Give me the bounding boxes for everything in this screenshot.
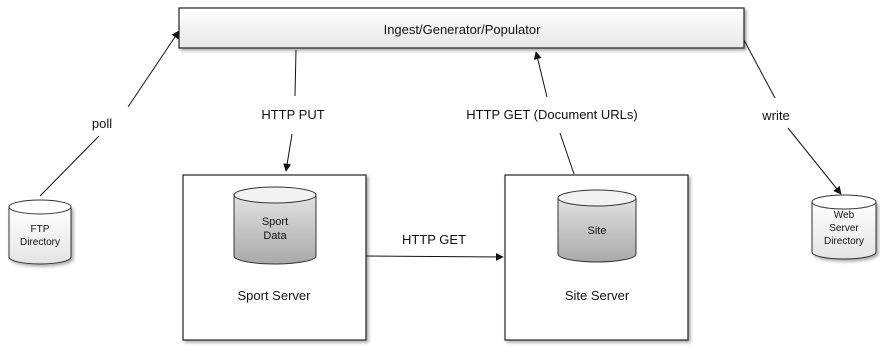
sport-data-label-line2: Data — [263, 230, 287, 242]
ingest-generator-populator-box: Ingest/Generator/Populator — [178, 7, 745, 49]
edge-label-poll: poll — [92, 116, 112, 131]
edge-http-get-document-urls: HTTP GET (Document URLs) — [466, 51, 638, 175]
edge-label-http-get: HTTP GET — [402, 232, 466, 247]
edge-label-http-put: HTTP PUT — [261, 107, 324, 122]
edge-poll: poll — [39, 30, 180, 197]
sport-data-database-icon: Sport Data — [233, 186, 317, 265]
edge-label-http-get-urls: HTTP GET (Document URLs) — [466, 107, 637, 122]
ftp-label-line1: FTP — [31, 224, 50, 235]
web-server-label-line1: Web — [834, 210, 855, 221]
web-server-label-line3: Directory — [824, 236, 864, 247]
site-database-icon: Site — [557, 189, 637, 263]
edge-http-get: HTTP GET — [365, 232, 504, 261]
web-server-label-line2: Server — [829, 223, 859, 234]
ftp-label-line2: Directory — [20, 237, 60, 248]
ingest-box-label: Ingest/Generator/Populator — [384, 22, 541, 37]
edge-http-put: HTTP PUT — [261, 49, 325, 172]
sport-server-label: Sport Server — [238, 288, 312, 303]
edge-label-write: write — [761, 108, 789, 123]
ftp-directory-database-icon: FTP Directory — [8, 199, 72, 265]
site-db-label: Site — [588, 225, 607, 237]
edge-write: write — [743, 39, 842, 195]
site-server-label: Site Server — [565, 288, 630, 303]
web-server-directory-database-icon: Web Server Directory — [811, 194, 877, 260]
sport-data-label-line1: Sport — [262, 216, 288, 228]
